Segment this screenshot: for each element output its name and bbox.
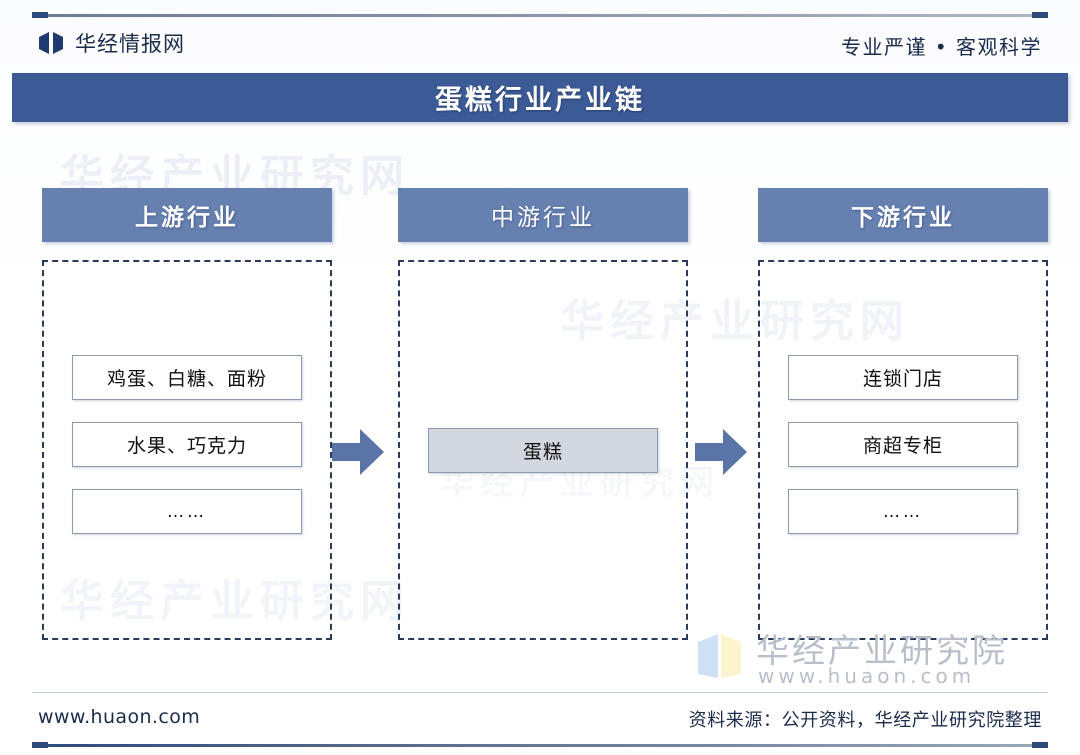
node-label: 鸡蛋、白糖、面粉 (106, 368, 267, 390)
brand: 华经情报网 (38, 28, 185, 58)
footer-divider (32, 692, 1048, 693)
column-body-midstream: 蛋糕 (398, 260, 688, 640)
arrow-right-icon (693, 426, 749, 478)
node-upstream-1[interactable]: 鸡蛋、白糖、面粉 (72, 355, 302, 400)
column-header-label: 中游行业 (491, 205, 595, 231)
footer-divider-right-cap (1032, 742, 1048, 748)
column-header-upstream: 上游行业 (42, 188, 332, 242)
brand-name: 华经情报网 (75, 32, 185, 56)
column-header-label: 上游行业 (135, 205, 239, 231)
page-title: 蛋糕行业产业链 (435, 85, 645, 116)
node-label: 商超专柜 (862, 435, 943, 457)
node-label: 蛋糕 (522, 440, 563, 463)
title-bar: 蛋糕行业产业链 (12, 73, 1068, 122)
column-midstream: 中游行业 蛋糕 (398, 188, 688, 640)
node-label: …… (883, 501, 923, 522)
top-divider (32, 14, 1048, 17)
column-body-upstream: 鸡蛋、白糖、面粉 水果、巧克力 …… (42, 260, 332, 640)
node-upstream-3[interactable]: …… (72, 489, 302, 534)
arrow-right-icon (330, 426, 386, 478)
column-header-label: 下游行业 (851, 205, 955, 231)
node-label: …… (167, 501, 207, 522)
column-header-downstream: 下游行业 (758, 188, 1048, 242)
book-wings-logo-icon (38, 31, 64, 55)
tagline: 专业严谨 • 客观科学 (840, 35, 1042, 59)
node-midstream-1[interactable]: 蛋糕 (428, 427, 658, 473)
top-divider-left-cap (32, 12, 48, 18)
node-label: 连锁门店 (862, 368, 943, 390)
industry-chain-diagram: 上游行业 鸡蛋、白糖、面粉 水果、巧克力 …… 中游行业 蛋糕 (0, 130, 1080, 690)
node-upstream-2[interactable]: 水果、巧克力 (72, 422, 302, 467)
masthead: 华经情报网 专业严谨 • 客观科学 (0, 22, 1080, 72)
footer-source-note: 资料来源：公开资料，华经产业研究院整理 (688, 710, 1042, 731)
top-divider-right-cap (1032, 12, 1048, 18)
footer-bottom-divider (32, 744, 1048, 747)
column-upstream: 上游行业 鸡蛋、白糖、面粉 水果、巧克力 …… (42, 188, 332, 640)
column-header-midstream: 中游行业 (398, 188, 688, 242)
column-body-downstream: 连锁门店 商超专柜 …… (758, 260, 1048, 640)
column-downstream: 下游行业 连锁门店 商超专柜 …… (758, 188, 1048, 640)
node-downstream-1[interactable]: 连锁门店 (788, 355, 1018, 400)
node-downstream-3[interactable]: …… (788, 489, 1018, 534)
footer-site-url[interactable]: www.huaon.com (38, 706, 201, 728)
footer-divider-left-cap (32, 742, 48, 748)
node-label: 水果、巧克力 (126, 435, 247, 457)
node-downstream-2[interactable]: 商超专柜 (788, 422, 1018, 467)
